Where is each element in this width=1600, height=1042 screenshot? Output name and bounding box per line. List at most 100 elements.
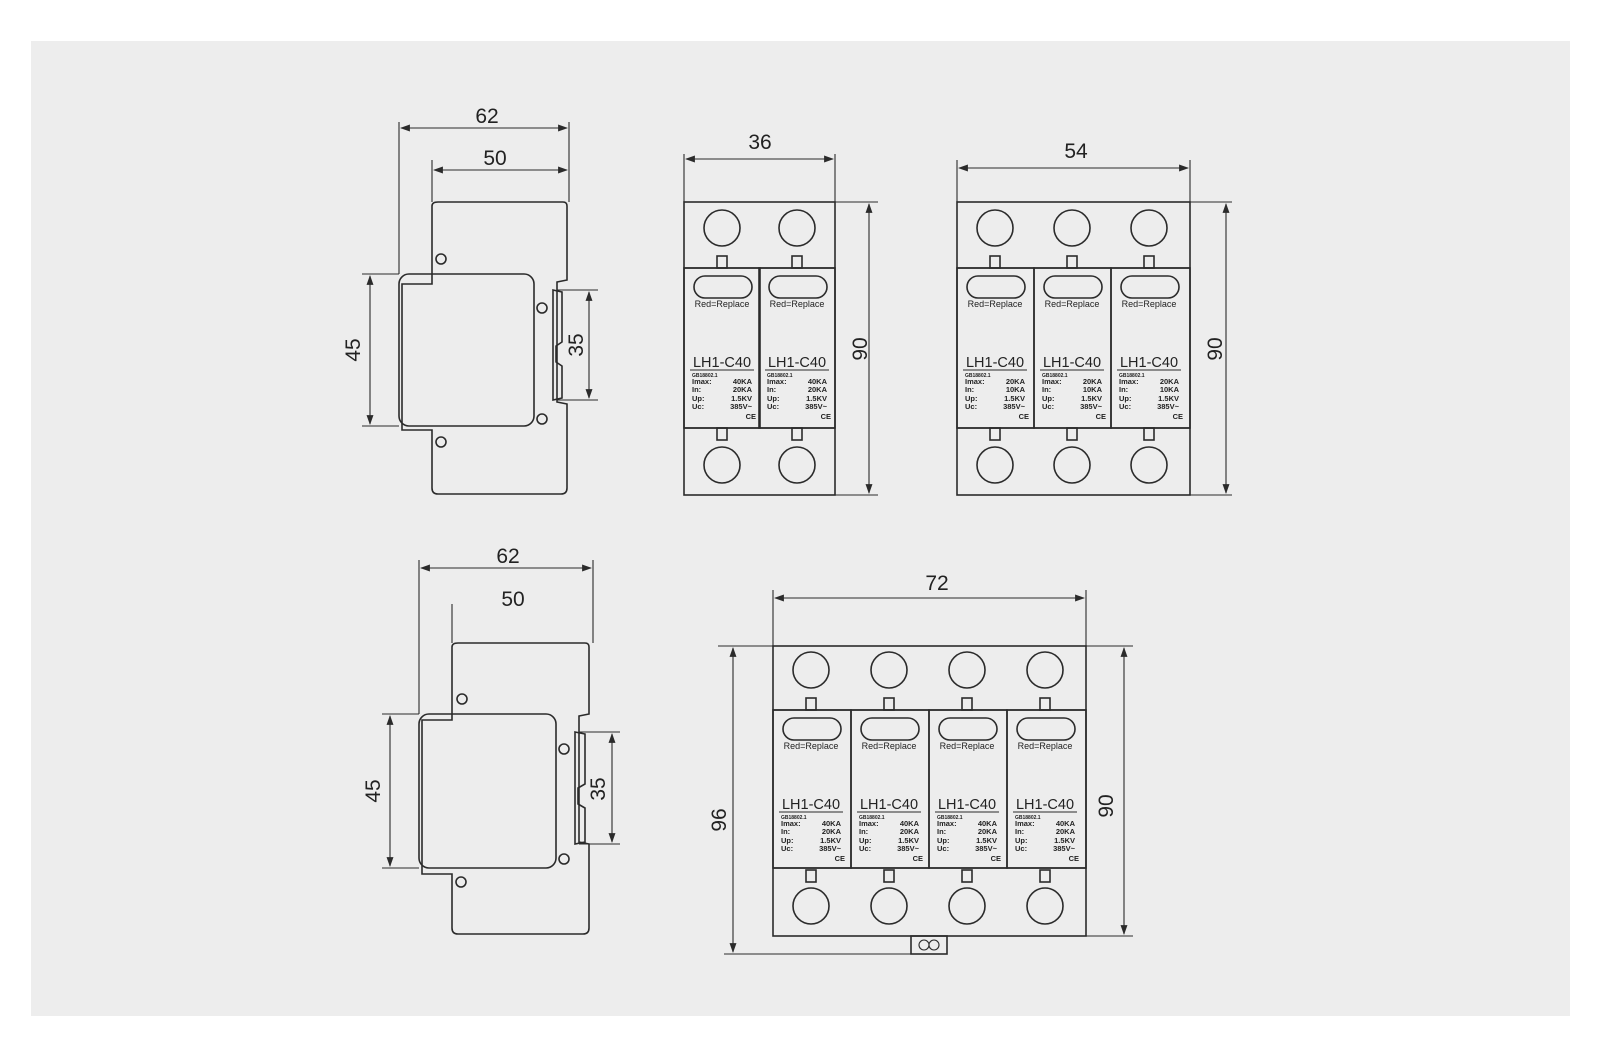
spec-uc-value: 385V~ xyxy=(975,844,998,853)
standard-code: GB18802.1 xyxy=(965,373,991,379)
model-label: LH1-C40 xyxy=(938,797,996,813)
ce-mark: CE xyxy=(1019,412,1029,421)
spec-in-label: In: xyxy=(781,827,790,836)
drawing-background xyxy=(31,41,1570,1016)
model-label: LH1-C40 xyxy=(782,797,840,813)
spec-up-value: 1.5KV xyxy=(1004,394,1025,403)
spec-uc-label: Uc: xyxy=(937,844,949,853)
ce-mark: CE xyxy=(835,854,845,863)
spec-up-value: 1.5KV xyxy=(1054,836,1075,845)
standard-code: GB18802.1 xyxy=(859,815,885,821)
side-top-height-body: 45 xyxy=(342,338,365,361)
spec-in-value: 10KA xyxy=(1160,385,1180,394)
spec-up-value: 1.5KV xyxy=(820,836,841,845)
spec-up-label: Up: xyxy=(1042,394,1055,403)
spec-uc-value: 385V~ xyxy=(1053,844,1076,853)
module-3p-2: Red=Replace LH1-C40 GB18802.1 Imax: 20KA… xyxy=(1033,209,1112,484)
spec-up-value: 1.5KV xyxy=(1158,394,1179,403)
module-3p-1: Red=Replace LH1-C40 GB18802.1 Imax: 20KA… xyxy=(956,209,1035,484)
front-view-4p: 72 96 90 xyxy=(708,572,1133,955)
red-replace-label: Red=Replace xyxy=(784,741,839,751)
front-2p-width: 36 xyxy=(748,131,771,154)
spec-in-value: 20KA xyxy=(733,385,753,394)
spec-in-label: In: xyxy=(1042,385,1051,394)
spec-up-value: 1.5KV xyxy=(976,836,997,845)
spec-imax-value: 40KA xyxy=(900,819,920,828)
side-bottom-height-rail: 35 xyxy=(587,777,610,800)
spec-in-value: 20KA xyxy=(808,385,828,394)
standard-code: GB18802.1 xyxy=(1015,815,1041,821)
spec-up-label: Up: xyxy=(965,394,978,403)
spec-up-label: Up: xyxy=(1015,836,1028,845)
spec-imax-label: Imax: xyxy=(965,377,985,386)
spec-uc-label: Uc: xyxy=(859,844,871,853)
spec-in-label: In: xyxy=(1015,827,1024,836)
front-4p-height-outer: 96 xyxy=(708,808,731,831)
model-label: LH1-C40 xyxy=(1120,355,1178,371)
model-label: LH1-C40 xyxy=(860,797,918,813)
red-replace-label: Red=Replace xyxy=(770,299,825,309)
spec-up-value: 1.5KV xyxy=(806,394,827,403)
module-2p-1: Red=Replace LH1-C40 GB18802.1 Imax: 40KA… xyxy=(683,209,761,484)
red-replace-label: Red=Replace xyxy=(1122,299,1177,309)
spec-imax-value: 40KA xyxy=(978,819,998,828)
spec-in-value: 20KA xyxy=(900,827,920,836)
ce-mark: CE xyxy=(1096,412,1106,421)
red-replace-label: Red=Replace xyxy=(862,741,917,751)
spec-up-value: 1.5KV xyxy=(1081,394,1102,403)
spec-in-label: In: xyxy=(937,827,946,836)
spec-in-label: In: xyxy=(859,827,868,836)
spec-imax-value: 20KA xyxy=(1160,377,1180,386)
red-replace-label: Red=Replace xyxy=(695,299,750,309)
spec-imax-value: 40KA xyxy=(733,377,753,386)
front-2p-height: 90 xyxy=(849,337,872,360)
spec-imax-value: 20KA xyxy=(1006,377,1026,386)
side-view-bottom: 62 50 45 35 xyxy=(362,545,620,935)
spec-uc-label: Uc: xyxy=(767,402,779,411)
spec-imax-label: Imax: xyxy=(859,819,879,828)
red-replace-label: Red=Replace xyxy=(1018,741,1073,751)
spec-imax-label: Imax: xyxy=(692,377,712,386)
model-label: LH1-C40 xyxy=(693,355,751,371)
spec-imax-label: Imax: xyxy=(1015,819,1035,828)
spec-up-label: Up: xyxy=(859,836,872,845)
spec-up-label: Up: xyxy=(781,836,794,845)
spec-uc-label: Uc: xyxy=(692,402,704,411)
ce-mark: CE xyxy=(991,854,1001,863)
spec-uc-label: Uc: xyxy=(965,402,977,411)
side-top-width-inner: 50 xyxy=(483,147,506,170)
standard-code: GB18802.1 xyxy=(692,373,718,379)
standard-code: GB18802.1 xyxy=(1119,373,1145,379)
standard-code: GB18802.1 xyxy=(937,815,963,821)
spec-uc-label: Uc: xyxy=(1015,844,1027,853)
module-4p-3: Red=Replace LH1-C40 GB18802.1 Imax: 40KA… xyxy=(928,651,1008,925)
ce-mark: CE xyxy=(913,854,923,863)
ce-mark: CE xyxy=(746,412,756,421)
spec-in-value: 20KA xyxy=(1056,827,1076,836)
spec-uc-value: 385V~ xyxy=(897,844,920,853)
front-4p-height-body: 90 xyxy=(1095,794,1118,817)
spec-imax-value: 20KA xyxy=(1083,377,1103,386)
spec-uc-value: 385V~ xyxy=(1003,402,1026,411)
model-label: LH1-C40 xyxy=(966,355,1024,371)
spec-uc-label: Uc: xyxy=(781,844,793,853)
spec-up-value: 1.5KV xyxy=(898,836,919,845)
side-bottom-height-body: 45 xyxy=(362,779,385,802)
red-replace-label: Red=Replace xyxy=(940,741,995,751)
front-view-2p: 36 90 xyxy=(683,131,878,496)
spec-imax-label: Imax: xyxy=(937,819,957,828)
front-3p-width: 54 xyxy=(1064,140,1088,163)
side-bottom-width-inner: 50 xyxy=(501,588,524,611)
spec-in-label: In: xyxy=(965,385,974,394)
spec-in-label: In: xyxy=(767,385,776,394)
spec-up-label: Up: xyxy=(937,836,950,845)
module-4p-2: Red=Replace LH1-C40 GB18802.1 Imax: 40KA… xyxy=(850,651,930,925)
spec-up-label: Up: xyxy=(692,394,705,403)
standard-code: GB18802.1 xyxy=(1042,373,1068,379)
spec-uc-label: Uc: xyxy=(1119,402,1131,411)
spec-in-value: 10KA xyxy=(1006,385,1026,394)
spec-in-value: 20KA xyxy=(822,827,842,836)
module-3p-3: Red=Replace LH1-C40 GB18802.1 Imax: 20KA… xyxy=(1110,209,1191,484)
spec-imax-value: 40KA xyxy=(1056,819,1076,828)
module-4p-1: Red=Replace LH1-C40 GB18802.1 Imax: 40KA… xyxy=(772,651,852,925)
